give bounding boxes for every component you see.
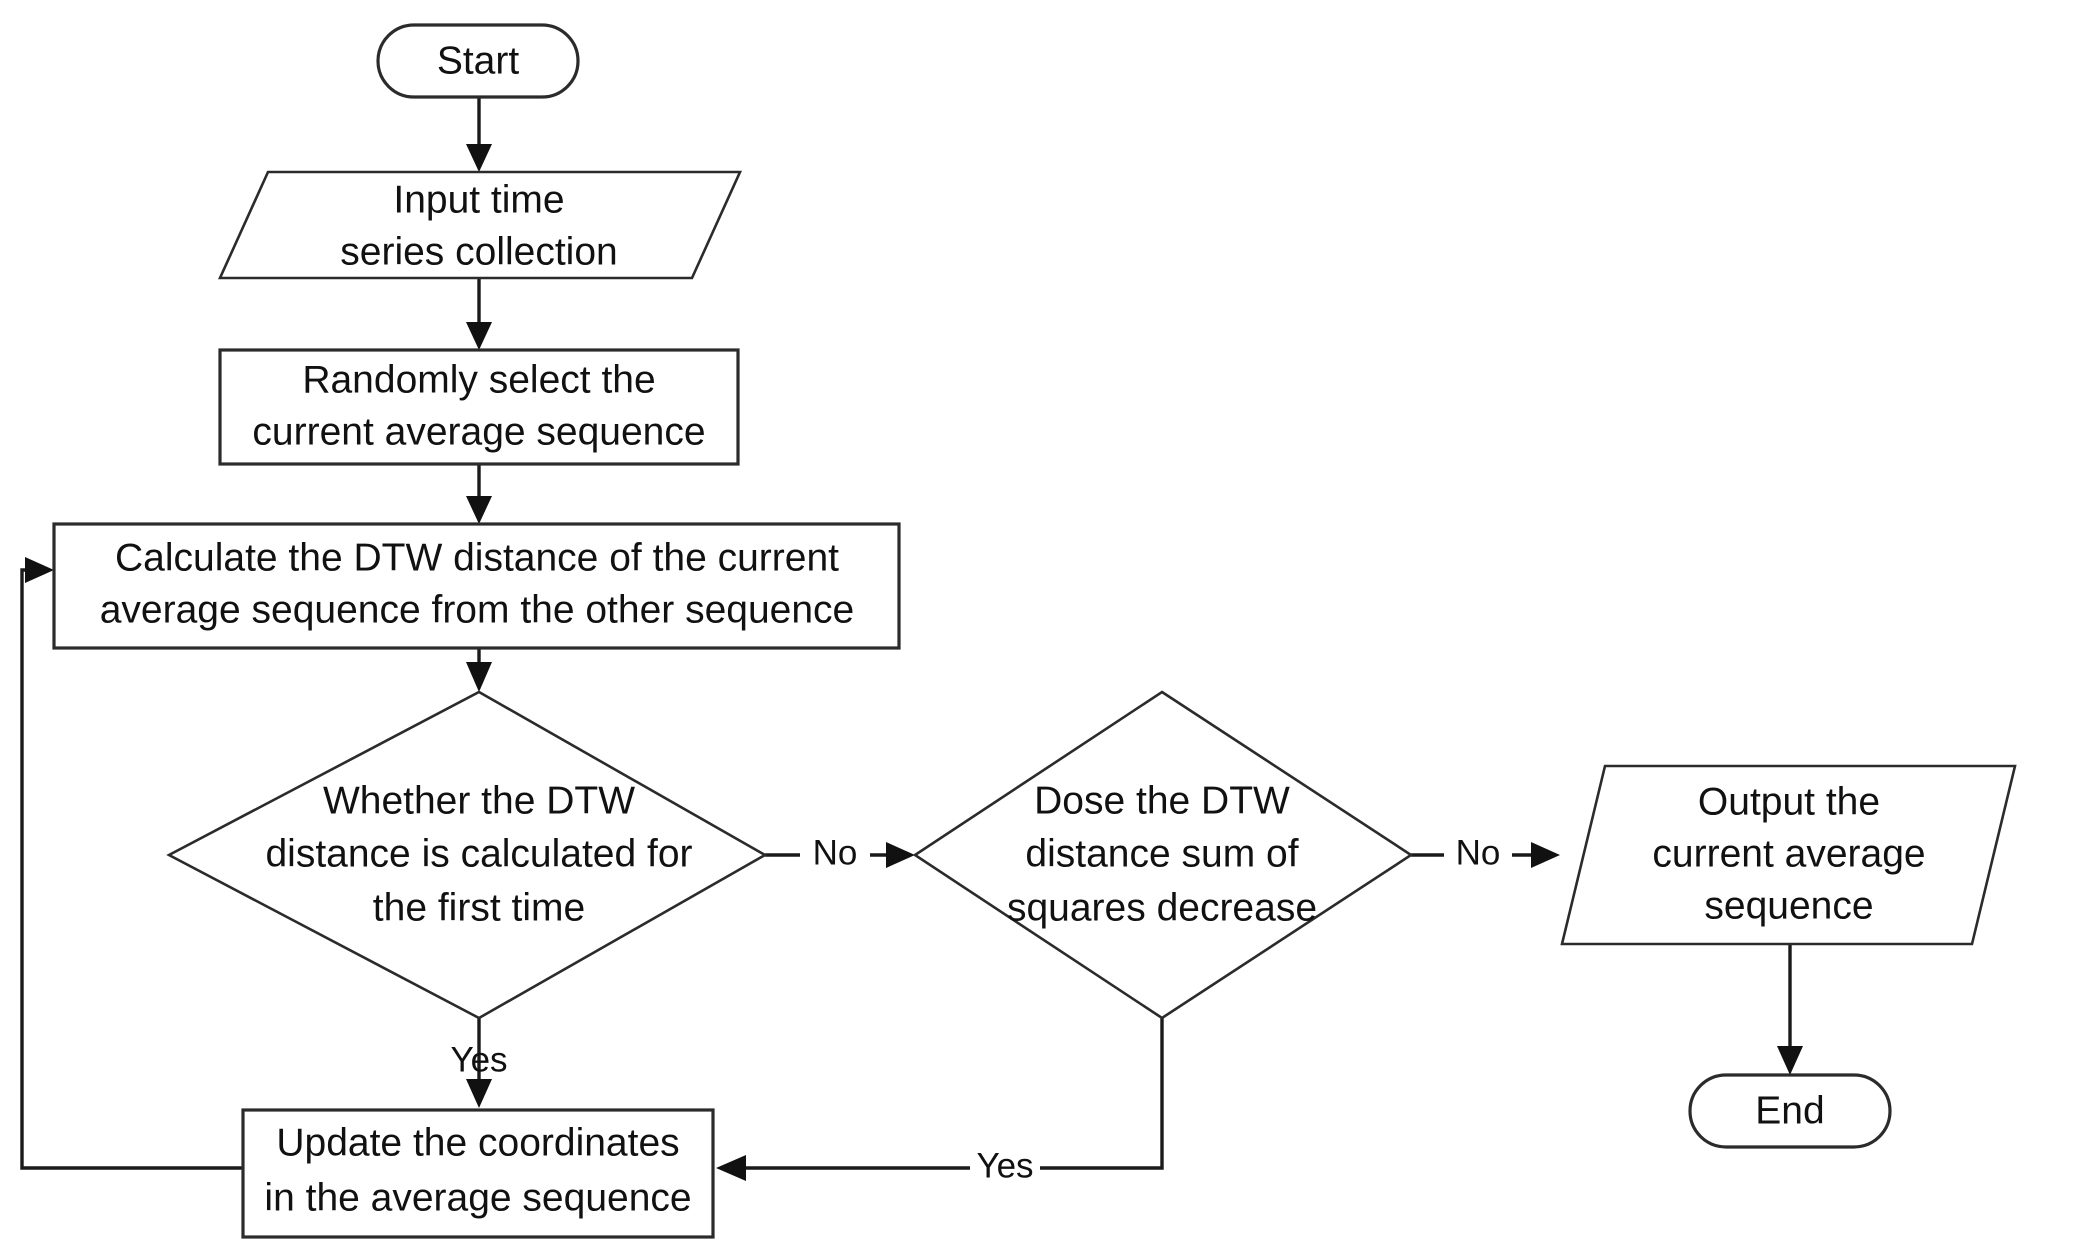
node-calculate[interactable]: Calculate the DTW distance of the curren… xyxy=(52,522,901,650)
node-randomly-select-line2: current average sequence xyxy=(252,410,705,453)
edge-decision-first-time-no xyxy=(765,842,915,868)
node-update-line1: Update the coordinates xyxy=(276,1121,679,1164)
edge-label-first-time-no: No xyxy=(813,833,858,872)
node-start[interactable]: Start xyxy=(376,23,580,99)
edge-label-decrease-no: No xyxy=(1456,833,1501,872)
node-output-line1: Output the xyxy=(1698,780,1880,823)
edge-label-decrease-yes: Yes xyxy=(976,1146,1033,1185)
edge-label-first-time-yes: Yes xyxy=(450,1040,507,1079)
node-update[interactable]: Update the coordinates in the average se… xyxy=(241,1108,715,1239)
node-decision-first-time-line3: the first time xyxy=(373,886,585,929)
edge-update-to-calculate-loop xyxy=(20,557,243,1170)
node-decision-decrease-line2: distance sum of xyxy=(1025,832,1298,875)
edge-start-to-input xyxy=(466,97,492,172)
edge-input-to-randomly-select xyxy=(466,278,492,350)
node-start-label: Start xyxy=(437,39,520,82)
node-randomly-select-line1: Randomly select the xyxy=(302,358,655,401)
node-calculate-line1: Calculate the DTW distance of the curren… xyxy=(115,536,839,579)
edge-decision-decrease-yes xyxy=(716,1018,1164,1181)
node-input[interactable]: Input time series collection xyxy=(217,170,743,280)
node-end[interactable]: End xyxy=(1688,1073,1892,1149)
node-output[interactable]: Output the current average sequence xyxy=(1560,764,2017,946)
node-decision-decrease-line3: squares decrease xyxy=(1007,886,1317,929)
edge-decision-decrease-no xyxy=(1411,842,1560,868)
edge-decision-first-time-yes xyxy=(466,1018,492,1108)
node-decision-decrease-line1: Dose the DTW xyxy=(1034,779,1290,822)
node-input-line2: series collection xyxy=(340,230,617,273)
node-calculate-line2: average sequence from the other sequence xyxy=(100,588,855,631)
node-decision-first-time-line2: distance is calculated for xyxy=(265,832,692,875)
edge-output-to-end xyxy=(1777,944,1803,1075)
node-decision-first-time-line1: Whether the DTW xyxy=(323,779,635,822)
node-decision-decrease[interactable]: Dose the DTW distance sum of squares dec… xyxy=(912,690,1414,1020)
node-output-line3: sequence xyxy=(1704,884,1873,927)
node-decision-first-time[interactable]: Whether the DTW distance is calculated f… xyxy=(166,690,768,1020)
node-input-line1: Input time xyxy=(393,178,564,221)
node-output-line2: current average xyxy=(1652,832,1925,875)
node-end-label: End xyxy=(1755,1089,1824,1132)
edge-calculate-to-decision-first-time xyxy=(466,648,492,692)
node-update-line2: in the average sequence xyxy=(264,1176,691,1219)
node-randomly-select[interactable]: Randomly select the current average sequ… xyxy=(218,348,740,466)
edge-randomly-select-to-calculate xyxy=(466,464,492,524)
